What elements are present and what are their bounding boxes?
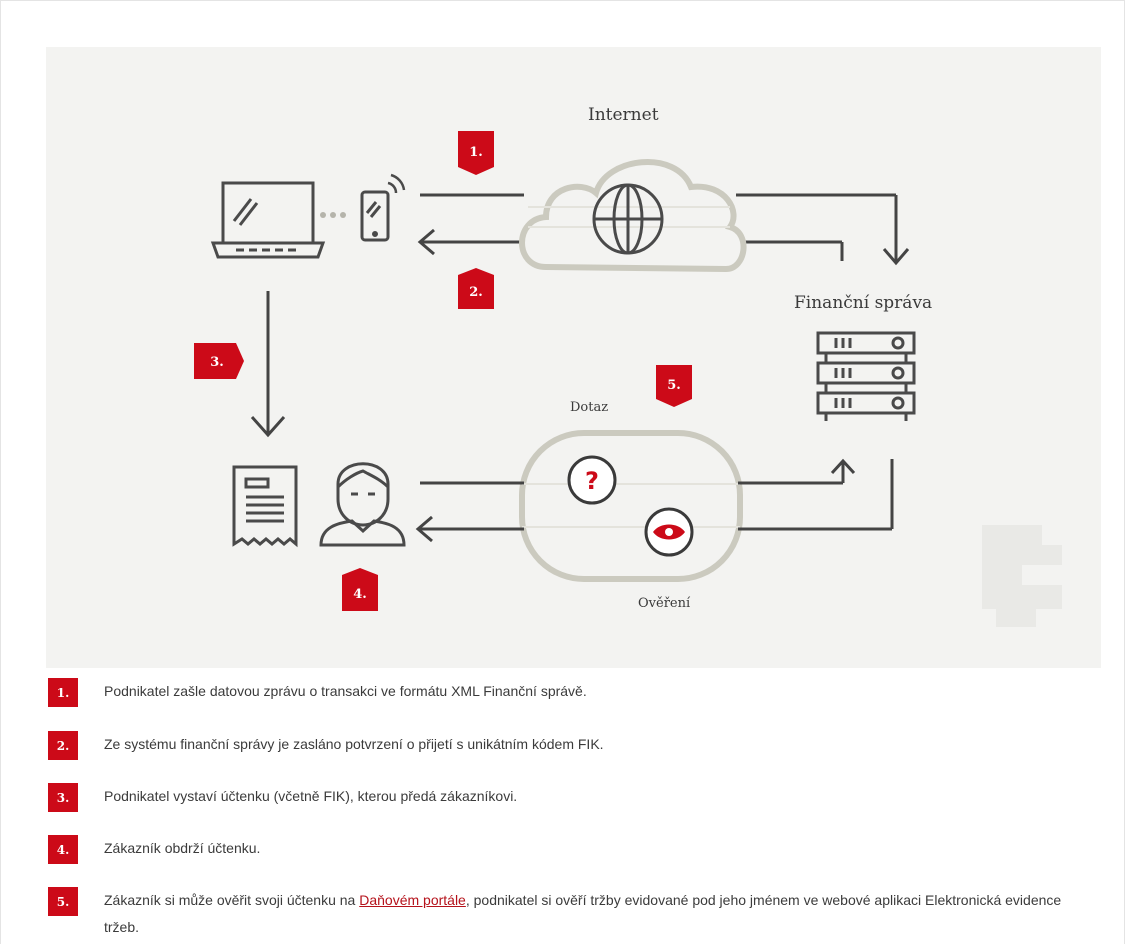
step-badge-5: 5. [48, 887, 78, 916]
globe-icon [592, 183, 664, 255]
badge-3: 3. [194, 343, 244, 379]
step-text-2: Ze systému finanční správy je zasláno po… [104, 736, 604, 752]
watermark-logo [982, 525, 1062, 627]
step-text-1: Podnikatel zašle datovou zprávu o transa… [104, 683, 587, 699]
step-text-4: Zákazník obdrží účtenku. [104, 840, 261, 856]
laptop-icon [210, 181, 326, 259]
receipt-icon [232, 465, 298, 548]
eye-icon [644, 507, 694, 557]
badge-2: 2. [458, 268, 494, 309]
step-badge-4: 4. [48, 835, 78, 864]
step-text-5-before: Zákazník si může ověřit svoji účtenku na [104, 892, 360, 908]
verification-cloud [519, 430, 743, 582]
badge-5: 5. [656, 365, 692, 407]
svg-text:2.: 2. [469, 285, 483, 300]
question-glyph: ? [585, 467, 599, 495]
eet-diagram: 1. 2. 3. 4. 5. ? Internet Finanční správ… [46, 47, 1101, 668]
verification-label: Ověření [638, 596, 691, 611]
step-badge-1: 1. [48, 678, 78, 707]
arrow-send-to-admin [420, 193, 910, 266]
phone-icon [360, 173, 406, 242]
svg-text:1.: 1. [469, 145, 483, 160]
svg-text:4.: 4. [353, 587, 367, 602]
step-badge-2: 2. [48, 731, 78, 760]
badge-4: 4. [342, 568, 378, 611]
step-text-5-after: , podnikatel si ověří tržby evidované po… [104, 892, 1062, 935]
arrow-verification [415, 459, 894, 543]
internet-cloud [519, 159, 747, 273]
arrow-query [420, 458, 856, 485]
badge-1: 1. [458, 131, 494, 175]
svg-text:3.: 3. [210, 355, 224, 370]
customer-icon [319, 462, 406, 547]
diagram-svg: 1. 2. 3. 4. 5. ? [194, 131, 1062, 627]
step-text-5: Zákazník si může ověřit svoji účtenku na… [104, 887, 1064, 941]
internet-label: Internet [588, 105, 659, 125]
arrow-confirmation-back [417, 228, 844, 261]
step-badge-3: 3. [48, 783, 78, 812]
server-rack-icon [816, 331, 916, 421]
svg-text:5.: 5. [667, 378, 681, 393]
arrow-issue-receipt [250, 291, 286, 438]
connection-dots [320, 212, 346, 218]
step-text-3: Podnikatel vystaví účtenku (včetně FIK),… [104, 788, 518, 804]
tax-portal-link[interactable]: Daňovém portále [359, 892, 466, 908]
financial-admin-label: Finanční správa [794, 293, 933, 313]
query-label: Dotaz [570, 400, 609, 415]
question-icon [567, 455, 617, 505]
